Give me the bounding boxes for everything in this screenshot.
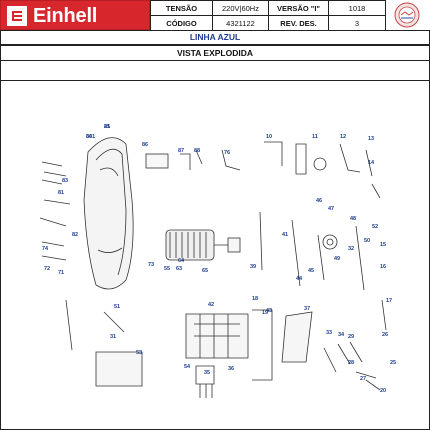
part-callout-12: 12 — [340, 134, 346, 140]
callout-layer: 84 85 86 87 88 76 10 11 12 13 14 83 81 82 74 71 72 73 55 63… — [42, 124, 396, 394]
part-callout-14: 14 — [368, 160, 375, 166]
part-callout-32: 32 — [348, 246, 354, 252]
part-callout-51: 51 — [114, 304, 120, 310]
part-callout-19: 19 — [262, 310, 268, 316]
quality-seal-icon — [394, 2, 420, 28]
part-callout-15: 15 — [380, 242, 386, 248]
part-callout-83: 83 — [62, 178, 68, 184]
part-callout-39: 39 — [250, 264, 256, 270]
part-callout-55: 55 — [164, 266, 170, 272]
part-callout-49: 49 — [334, 256, 340, 262]
value-version: 1018 — [328, 0, 386, 16]
part-callout-21: 21 — [104, 124, 110, 130]
brand-logo: Einhell — [0, 0, 150, 30]
part-callout-53: 53 — [136, 350, 142, 356]
part-callout-86: 86 — [142, 142, 148, 148]
label-version: VERSÃO "I" — [268, 0, 329, 16]
part-callout-74: 74 — [42, 246, 49, 252]
part-callout-41: 41 — [282, 232, 288, 238]
part-callout-87: 87 — [178, 148, 184, 154]
part-callout-31: 31 — [110, 334, 116, 340]
part-callout-27: 27 — [360, 376, 366, 382]
part-callout-50: 50 — [364, 238, 370, 244]
part-callout-28: 28 — [348, 360, 354, 366]
part-callout-82: 82 — [72, 232, 78, 238]
part-callout-76: 76 — [224, 150, 230, 156]
part-callout-17: 17 — [386, 298, 392, 304]
part-callout-63: 63 — [176, 266, 182, 272]
value-code: 4321122 — [212, 15, 269, 31]
label-tension: TENSÃO — [150, 0, 213, 16]
part-callout-26: 26 — [382, 332, 388, 338]
part-callout-81: 81 — [58, 190, 64, 196]
label-rev: REV. DES. — [268, 15, 329, 31]
part-callout-10: 10 — [266, 134, 272, 140]
part-callout-18: 18 — [252, 296, 258, 302]
part-callout-45: 45 — [308, 268, 314, 274]
part-callout-16: 16 — [380, 264, 386, 270]
part-callout-20: 20 — [380, 388, 386, 394]
product-line-title: LINHA AZUL — [0, 30, 430, 45]
part-callout-43: 43 — [266, 308, 272, 314]
part-callout-48: 48 — [350, 216, 356, 222]
part-callout-44: 44 — [296, 276, 303, 282]
part-callout-301: 301 — [86, 134, 95, 140]
part-callout-73: 73 — [148, 262, 154, 268]
value-tension: 220V|60Hz — [212, 0, 269, 16]
part-callout-11: 11 — [312, 134, 318, 140]
exploded-diagram: 84 85 86 87 88 76 10 11 12 13 14 83 81 82 74 71 72 73 55 63… — [39, 124, 396, 398]
part-callout-35: 35 — [204, 370, 210, 376]
parts-drawing — [39, 137, 387, 398]
part-callout-25: 25 — [390, 360, 396, 366]
part-callout-33: 33 — [326, 330, 332, 336]
part-callout-65: 65 — [202, 268, 208, 274]
part-callout-52: 52 — [372, 224, 378, 230]
document-header: Einhell TENSÃO 220V|60Hz VERSÃO "I" 1018… — [0, 0, 430, 31]
einhell-logo-icon — [7, 6, 27, 26]
part-callout-72: 72 — [44, 266, 50, 272]
spec-table: TENSÃO 220V|60Hz VERSÃO "I" 1018 CÓDIGO … — [150, 0, 386, 31]
part-callout-64: 64 — [178, 258, 185, 264]
part-callout-36: 36 — [228, 366, 234, 372]
spec-row-tension: TENSÃO 220V|60Hz VERSÃO "I" 1018 — [150, 0, 386, 16]
spec-row-code: CÓDIGO 4321122 REV. DES. 3 — [150, 15, 386, 31]
part-callout-88: 88 — [194, 148, 200, 154]
label-code: CÓDIGO — [150, 15, 213, 31]
part-callout-34: 34 — [338, 332, 345, 338]
part-callout-13: 13 — [368, 136, 374, 142]
part-callout-71: 71 — [58, 270, 64, 276]
part-callout-85: 85 — [104, 124, 110, 130]
value-rev: 3 — [328, 15, 386, 31]
header-spacer — [0, 61, 430, 80]
section-title: VISTA EXPLODIDA — [0, 45, 430, 61]
part-callout-29: 29 — [348, 334, 354, 340]
part-callout-42: 42 — [208, 302, 214, 308]
part-callout-84: 84 — [86, 134, 93, 140]
brand-name: Einhell — [33, 5, 98, 27]
part-callout-47: 47 — [328, 206, 334, 212]
part-callout-46: 46 — [316, 198, 322, 204]
part-callout-37: 37 — [304, 306, 310, 312]
part-callout-54: 54 — [184, 364, 191, 370]
